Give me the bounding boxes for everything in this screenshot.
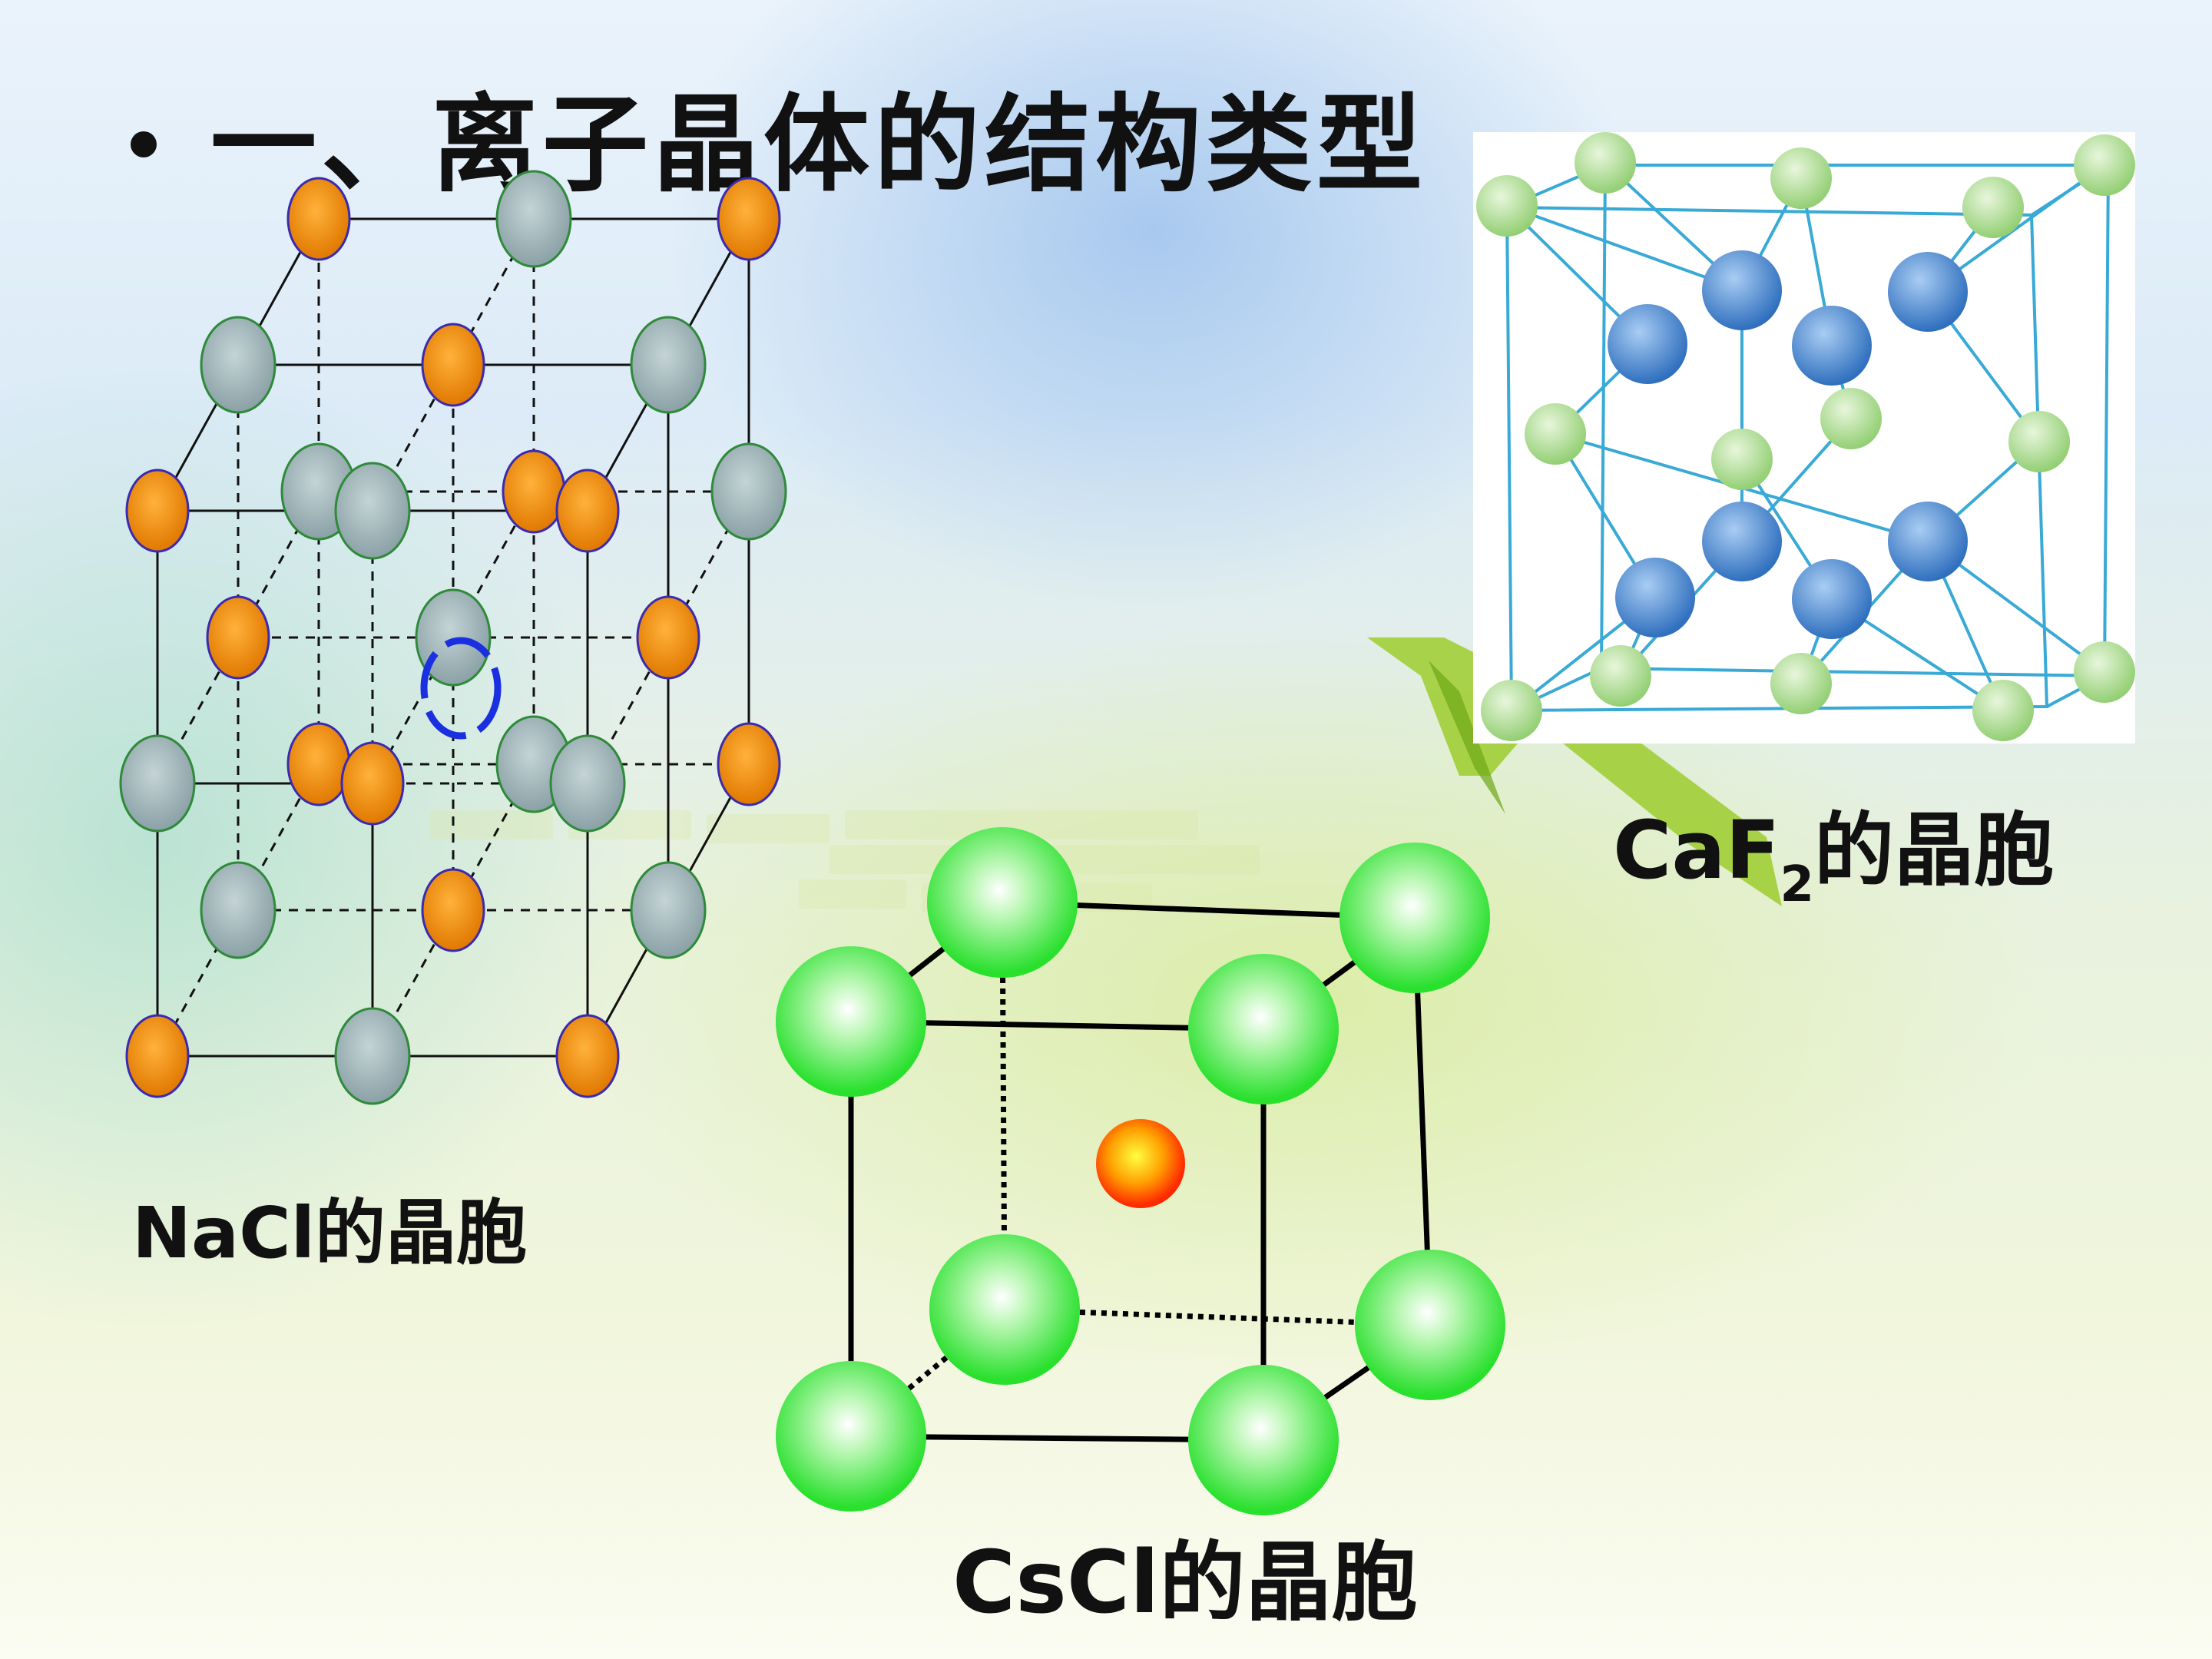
cl-ion	[776, 946, 926, 1097]
f-ion	[1792, 559, 1872, 639]
ca-ion	[1481, 680, 1542, 741]
ca-ion	[1476, 175, 1538, 237]
na-ion	[206, 595, 270, 680]
cl-ion	[495, 170, 572, 268]
cl-ion	[776, 1361, 926, 1512]
cl-ion	[549, 734, 626, 833]
ca-ion	[1575, 132, 1636, 194]
caf2-caption: CaF2的晶胞	[1613, 810, 2054, 909]
na-ion	[636, 595, 700, 680]
title-text: 一、离子晶体的结构类型	[210, 83, 1428, 207]
green-paper-ribbon	[1367, 637, 1782, 906]
cl-ion	[415, 588, 492, 687]
na-ion	[340, 741, 405, 826]
cl-ion	[119, 734, 196, 833]
ca-ion	[2074, 641, 2135, 703]
cl-ion	[1339, 843, 1490, 993]
f-ion	[1608, 304, 1687, 384]
ca-ion	[2074, 134, 2135, 196]
cl-ion	[334, 1007, 411, 1105]
ca-ion	[1972, 680, 2034, 741]
caf2-bond-line	[1506, 204, 1743, 292]
na-ion	[286, 177, 351, 261]
cl-ion	[927, 827, 1078, 978]
na-ion	[125, 469, 190, 553]
cl-ion	[1355, 1250, 1505, 1400]
slide-title: 一、离子晶体的结构类型	[131, 92, 1427, 198]
ca-ion	[1770, 147, 1832, 209]
na-ion	[717, 722, 781, 806]
cl-ion	[200, 316, 276, 414]
cl-ion	[630, 316, 707, 414]
f-ion	[1792, 306, 1872, 386]
ca-ion	[2008, 411, 2070, 472]
highlight-ring	[420, 637, 502, 740]
cl-ion	[929, 1234, 1080, 1385]
f-ion	[1888, 252, 1968, 332]
caf2-caption-tail: 的晶胞	[1814, 803, 2055, 897]
ca-ion	[1525, 403, 1586, 465]
ca-ion	[1770, 653, 1832, 714]
ca-ion	[1590, 645, 1651, 707]
caf2-caption-subscript: 2	[1780, 856, 1815, 913]
f-ion	[1888, 502, 1968, 581]
ca-ion	[1820, 388, 1882, 449]
cscl-caption: CsCl的晶胞	[952, 1533, 1418, 1633]
na-ion	[421, 868, 485, 952]
na-ion	[717, 177, 781, 261]
na-ion	[555, 1014, 620, 1098]
cl-ion	[334, 462, 411, 560]
cl-ion	[1188, 1365, 1339, 1515]
f-ion	[1702, 250, 1782, 330]
na-ion	[555, 469, 620, 553]
ca-ion	[1711, 429, 1773, 490]
cl-ion	[200, 861, 276, 959]
cl-ion	[1188, 954, 1339, 1104]
nacl-caption: NaCl的晶胞	[132, 1192, 528, 1274]
cs-ion	[1096, 1119, 1185, 1208]
cl-ion	[630, 861, 707, 959]
caf2-caption-formula: CaF	[1613, 803, 1780, 897]
f-ion	[1615, 558, 1695, 637]
ca-ion	[1962, 177, 2024, 238]
na-ion	[421, 323, 485, 407]
na-ion	[125, 1014, 190, 1098]
bullet-icon	[131, 131, 157, 158]
f-ion	[1702, 502, 1782, 581]
cl-ion	[710, 442, 787, 541]
